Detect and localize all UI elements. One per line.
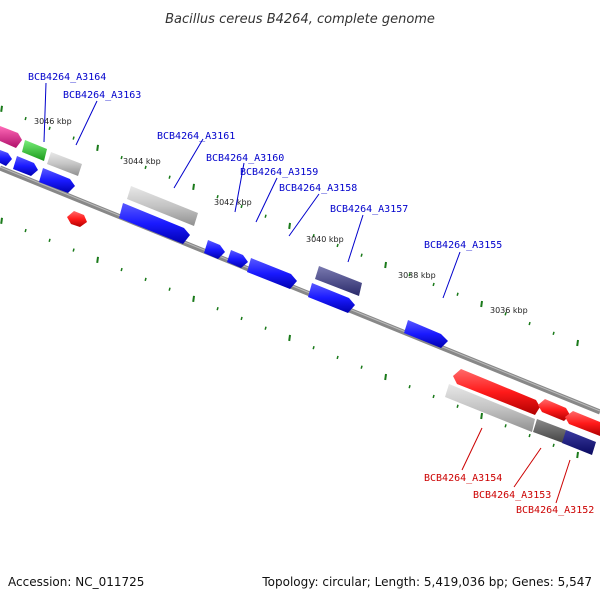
gene-label[interactable]: BCB4264_A3163 — [63, 90, 141, 101]
gene-arrow[interactable] — [119, 203, 190, 244]
scale-tick — [456, 404, 459, 408]
map-title: Bacillus cereus B4264, complete genome — [165, 12, 435, 27]
gene-arrow[interactable] — [533, 419, 566, 443]
scale-tick — [528, 433, 531, 438]
scale-tick — [576, 339, 579, 347]
scale-tick — [72, 136, 75, 140]
gene-arrow[interactable] — [204, 240, 225, 259]
scale-tick — [312, 234, 315, 238]
scale-tick — [288, 222, 291, 230]
chromosome-backbone — [0, 165, 600, 415]
scale-tick — [120, 155, 123, 160]
scale-tick — [384, 261, 387, 269]
kbp-label: 3038 kbp — [398, 271, 436, 280]
scale-tick — [432, 282, 435, 287]
scale-tick — [168, 175, 171, 179]
gene-arrow[interactable] — [227, 250, 248, 268]
kbp-label: 3042 kbp — [214, 198, 252, 207]
gene-label[interactable]: BCB4264_A3157 — [330, 204, 408, 215]
scale-tick — [120, 267, 123, 272]
gene-arrow[interactable] — [47, 152, 82, 176]
scale-tick — [24, 116, 27, 121]
scale-tick — [264, 214, 267, 218]
scale-tick — [504, 424, 507, 428]
gene-arrow[interactable] — [22, 140, 47, 161]
scale-tick — [0, 105, 3, 112]
gene-label[interactable]: BCB4264_A3164 — [28, 72, 106, 83]
gene-arrow[interactable] — [404, 320, 448, 348]
scale-tick — [216, 194, 219, 199]
gene-arrow[interactable] — [39, 168, 75, 193]
scale-tick — [408, 273, 411, 277]
gene-arrow[interactable] — [0, 126, 22, 148]
gene-label[interactable]: BCB4264_A3154 — [424, 473, 502, 484]
gene-label[interactable]: BCB4264_A3161 — [157, 131, 235, 142]
scale-tick — [360, 253, 363, 257]
scale-tick — [264, 326, 267, 330]
accession-text: Accession: NC_011725 — [8, 575, 145, 589]
gene-arrow[interactable] — [247, 258, 297, 289]
scale-tick — [552, 443, 555, 447]
gene-label[interactable]: BCB4264_A3155 — [424, 240, 502, 251]
gene-leader-lines-top — [43, 82, 461, 299]
gene-arrow[interactable] — [127, 186, 198, 226]
scale-tick — [552, 331, 555, 335]
gene-leader-lines-bottom — [461, 427, 571, 504]
scale-tick — [240, 204, 243, 209]
scale-tick — [168, 287, 171, 291]
gene-label[interactable]: BCB4264_A3158 — [279, 183, 357, 194]
gene-label[interactable]: BCB4264_A3152 — [516, 505, 594, 516]
gene-arrow[interactable] — [453, 369, 540, 415]
scale-tick — [24, 228, 27, 233]
genome-summary-text: Topology: circular; Length: 5,419,036 bp… — [262, 575, 592, 589]
scale-tick — [432, 394, 435, 399]
kbp-label: 3036 kbp — [490, 306, 528, 315]
gene-label[interactable]: BCB4264_A3160 — [206, 153, 284, 164]
chromosome-backbone-highlight — [0, 166, 600, 412]
scale-ticks — [0, 105, 579, 459]
scale-tick — [576, 451, 579, 459]
scale-tick — [408, 385, 411, 389]
gene-arrow[interactable] — [308, 283, 355, 313]
scale-tick — [48, 126, 51, 131]
scale-tick — [312, 346, 315, 350]
kbp-label: 3046 kbp — [34, 117, 72, 126]
gene-label[interactable]: BCB4264_A3153 — [473, 490, 551, 501]
scale-tick — [96, 144, 99, 151]
gene-arrow[interactable] — [13, 156, 38, 176]
gene-arrow[interactable] — [67, 211, 87, 227]
scale-tick — [480, 412, 483, 420]
scale-tick — [528, 321, 531, 326]
scale-tick — [336, 243, 339, 248]
gene-arrow[interactable] — [0, 150, 12, 166]
gene-arrow[interactable] — [445, 384, 535, 432]
scale-tick — [144, 165, 147, 170]
kbp-label: 3040 kbp — [306, 235, 344, 244]
scale-tick — [336, 355, 339, 360]
gene-arrow[interactable] — [538, 399, 570, 421]
gene-arrow[interactable] — [562, 430, 596, 455]
scale-tick — [192, 183, 195, 191]
scale-tick — [360, 365, 363, 369]
scale-tick — [48, 238, 51, 243]
gene-arrow[interactable] — [565, 411, 600, 436]
kbp-label: 3044 kbp — [123, 157, 161, 166]
gene-label[interactable]: BCB4264_A3159 — [240, 167, 318, 178]
scale-tick — [456, 292, 459, 296]
scale-tick — [288, 334, 291, 342]
scale-tick — [480, 300, 483, 308]
scale-tick — [144, 277, 147, 282]
scale-tick — [96, 256, 99, 263]
scale-tick — [384, 373, 387, 381]
gene-arrow[interactable] — [315, 266, 362, 296]
scale-tick — [216, 306, 219, 311]
scale-tick — [240, 316, 243, 321]
scale-tick — [192, 295, 195, 303]
scale-tick — [72, 248, 75, 252]
scale-tick — [504, 312, 507, 316]
gene-features — [0, 126, 600, 455]
scale-tick — [0, 217, 3, 224]
